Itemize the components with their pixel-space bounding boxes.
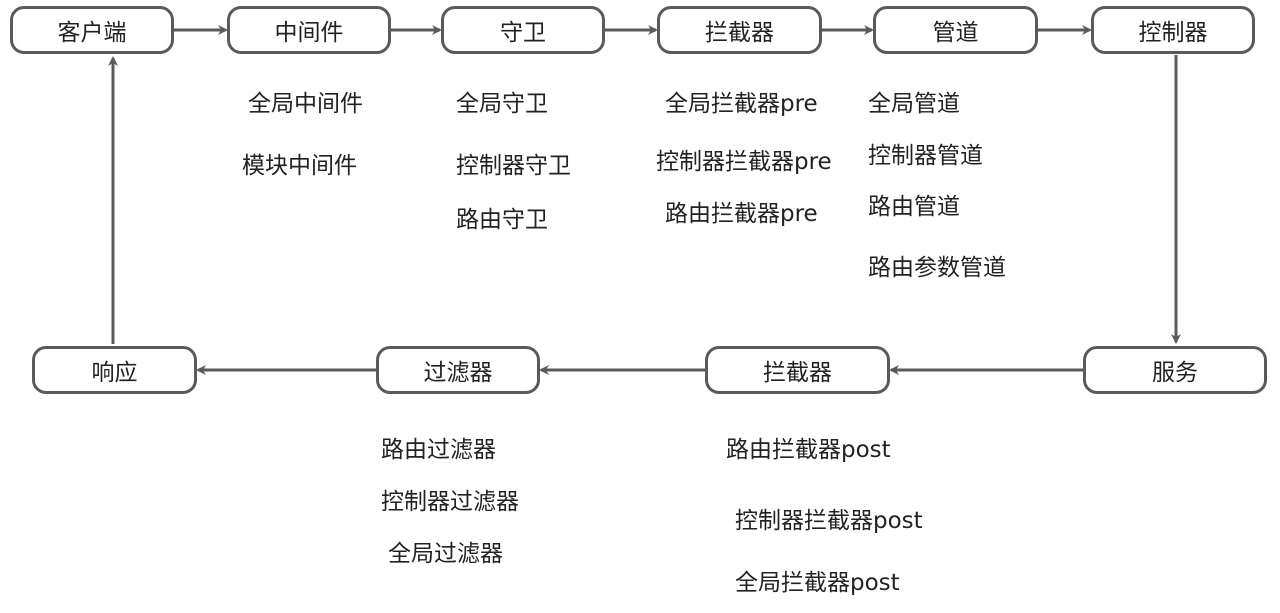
node-interceptor-pre: 拦截器 xyxy=(657,6,822,54)
note-route-interceptor-pre: 路由拦截器pre xyxy=(665,201,818,227)
note-global-interceptor-pre: 全局拦截器pre xyxy=(665,91,818,117)
note-module-middleware: 模块中间件 xyxy=(242,153,357,179)
node-response: 响应 xyxy=(32,346,197,394)
note-global-middleware: 全局中间件 xyxy=(248,91,363,117)
node-filter: 过滤器 xyxy=(376,346,540,394)
note-route-guard: 路由守卫 xyxy=(456,207,548,233)
note-controller-guard: 控制器守卫 xyxy=(456,153,571,179)
note-global-interceptor-post: 全局拦截器post xyxy=(735,570,900,596)
node-interceptor-post: 拦截器 xyxy=(705,346,890,394)
node-pipe: 管道 xyxy=(873,6,1038,54)
note-route-interceptor-post: 路由拦截器post xyxy=(726,437,891,463)
node-middleware: 中间件 xyxy=(227,6,391,54)
note-controller-filter: 控制器过滤器 xyxy=(381,489,519,515)
node-controller: 控制器 xyxy=(1091,6,1255,54)
node-guard: 守卫 xyxy=(441,6,605,54)
note-controller-interceptor-post: 控制器拦截器post xyxy=(735,508,923,534)
note-controller-pipe: 控制器管道 xyxy=(868,143,983,169)
note-route-param-pipe: 路由参数管道 xyxy=(868,255,1006,281)
note-global-guard: 全局守卫 xyxy=(456,91,548,117)
note-route-pipe: 路由管道 xyxy=(868,194,960,220)
note-global-filter: 全局过滤器 xyxy=(388,541,503,567)
note-controller-interceptor-pre: 控制器拦截器pre xyxy=(656,149,832,175)
node-client: 客户端 xyxy=(10,6,174,54)
note-global-pipe: 全局管道 xyxy=(868,91,960,117)
node-service: 服务 xyxy=(1083,346,1267,394)
note-route-filter: 路由过滤器 xyxy=(381,437,496,463)
